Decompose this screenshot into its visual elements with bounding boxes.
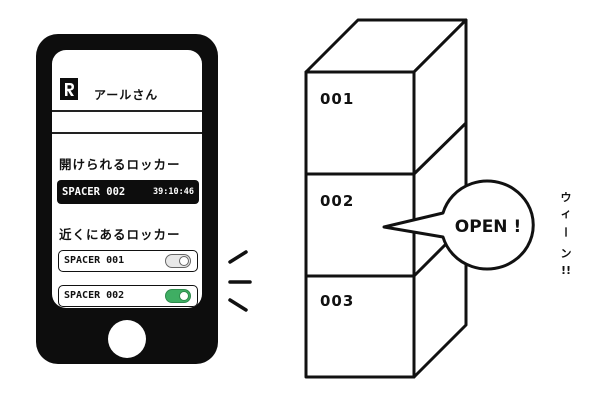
toggle-knob — [179, 291, 189, 301]
sound-effect-char: ィ — [561, 207, 572, 220]
active-locker-timer: 39:10:46 — [153, 187, 194, 197]
nearby-locker-label: SPACER 002 — [64, 290, 125, 301]
active-locker-name: SPACER 002 — [62, 186, 126, 198]
toggle-knob — [179, 256, 189, 266]
openable-lockers-title: 開けられるロッカー — [59, 157, 181, 172]
sound-effect-char: ン — [561, 247, 572, 260]
locker-label-003: 003 — [320, 292, 354, 310]
locker-label-001: 001 — [320, 90, 354, 108]
sound-effect-text: ウ ィ ー ン !! — [559, 191, 572, 277]
nearby-locker-label: SPACER 001 — [64, 255, 125, 266]
home-button — [108, 320, 146, 358]
nearby-locker-row[interactable]: SPACER 002 — [58, 285, 198, 307]
signal-lines-icon — [228, 250, 252, 312]
nearby-lockers-title: 近くにあるロッカー — [59, 227, 181, 242]
locker-toggle-off[interactable] — [165, 254, 191, 268]
smartphone: アールさん 開けられるロッカー SPACER 002 39:10:46 近くにあ… — [36, 34, 218, 364]
spacer-logo-icon — [60, 78, 78, 100]
nearby-locker-row[interactable]: SPACER 001 — [58, 250, 198, 272]
header-divider — [52, 110, 202, 112]
sound-effect-char: ー — [559, 227, 572, 238]
locker-toggle-on[interactable] — [165, 289, 191, 303]
locker-divider-line — [412, 121, 468, 176]
open-bubble-text: OPEN ! — [455, 217, 521, 237]
phone-screen: アールさん 開けられるロッカー SPACER 002 39:10:46 近くにあ… — [52, 50, 202, 308]
sound-effect-char: ウ — [561, 191, 572, 204]
user-name: アールさん — [94, 88, 159, 102]
locker-label-002: 002 — [320, 192, 354, 210]
active-locker-card[interactable]: SPACER 002 39:10:46 — [57, 180, 199, 204]
sound-effect-char: !! — [561, 264, 571, 277]
open-speech-bubble — [382, 179, 535, 271]
section-divider — [52, 132, 202, 134]
